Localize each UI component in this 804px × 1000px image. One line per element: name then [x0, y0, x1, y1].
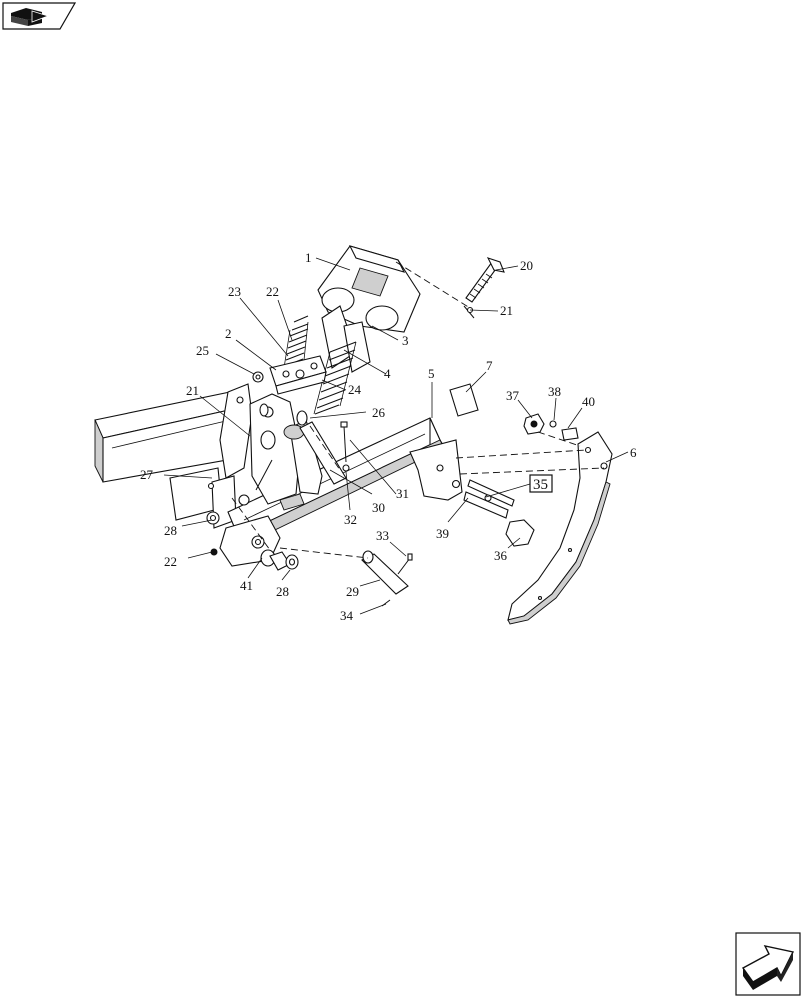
decal-label	[449, 383, 479, 417]
spring-housing	[317, 245, 421, 373]
callout-40: 40	[582, 394, 595, 409]
callout-32: 32	[344, 512, 357, 527]
callout-4: 4	[384, 366, 391, 381]
page-back-arrow-icon	[11, 8, 50, 26]
leader-lines	[163, 257, 629, 615]
callout-labels: 1 20 21 23 22 3 2 4 25 24 26 21 5 7 37 3…	[140, 250, 637, 623]
callout-30: 30	[372, 500, 385, 515]
main-frame-beam	[94, 391, 239, 483]
callout-28-left: 28	[164, 523, 177, 538]
callout-24: 24	[348, 382, 362, 397]
pins-and-bolts-center	[255, 421, 350, 491]
callout-21-top: 21	[500, 303, 513, 318]
callout-41: 41	[240, 578, 253, 593]
shank-blade	[507, 431, 613, 625]
callout-35: 35	[533, 477, 548, 493]
callout-1: 1	[305, 250, 312, 265]
callout-38: 38	[548, 384, 561, 399]
callout-27: 27	[140, 467, 154, 482]
top-bolt	[463, 257, 505, 319]
callout-34: 34	[340, 608, 354, 623]
blade-hardware	[463, 413, 579, 547]
alignment-lines	[231, 261, 605, 559]
callout-31: 31	[396, 486, 409, 501]
callout-22: 22	[164, 554, 177, 569]
callout-22-top: 22	[266, 284, 279, 299]
callout-21: 21	[186, 383, 199, 398]
callout-36: 36	[494, 548, 508, 563]
previous-page-button[interactable]	[2, 2, 76, 30]
spring-seat-bracket	[269, 355, 327, 395]
callout-39: 39	[436, 526, 449, 541]
page-forward-arrow-icon	[741, 945, 795, 990]
callout-37: 37	[506, 388, 520, 403]
callout-23: 23	[228, 284, 241, 299]
callout-7: 7	[486, 358, 493, 373]
callout-6: 6	[630, 445, 637, 460]
callout-28-bottom: 28	[276, 584, 289, 599]
callout-3: 3	[402, 333, 409, 348]
callout-25: 25	[196, 343, 209, 358]
callout-33: 33	[376, 528, 389, 543]
callout-29: 29	[346, 584, 359, 599]
callout-2: 2	[225, 326, 232, 341]
next-page-button[interactable]	[735, 932, 801, 996]
washers	[252, 371, 308, 426]
callout-26: 26	[372, 405, 386, 420]
callout-35-box: 35	[529, 474, 553, 493]
callout-20: 20	[520, 258, 533, 273]
callout-5: 5	[428, 366, 435, 381]
pivot-hinge-plates	[249, 393, 323, 511]
